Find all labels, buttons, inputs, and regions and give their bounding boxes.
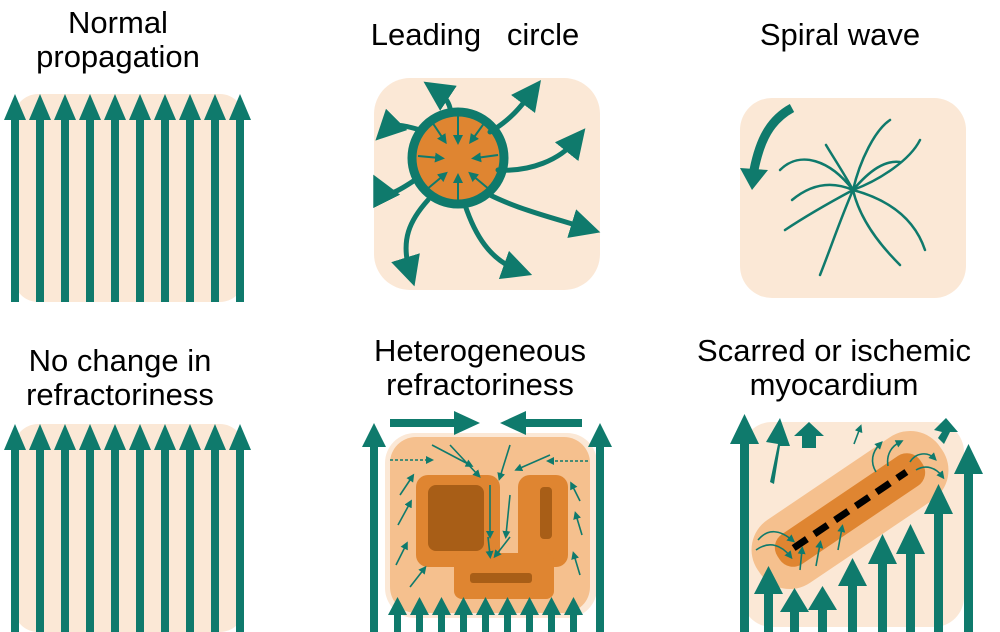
title-normal-propagation: Normal propagation	[0, 6, 236, 74]
panel-leading-circle	[340, 60, 630, 300]
title-heterogeneous-refractoriness: Heterogeneous refractoriness	[340, 334, 620, 402]
panel-scarred-ischemic-myocardium	[720, 400, 995, 632]
title-spiral-wave: Spiral wave	[700, 18, 980, 52]
panel-heterogeneous-refractoriness	[350, 405, 625, 632]
tissue-background	[14, 94, 244, 302]
tissue-background	[14, 424, 244, 632]
title-no-change-refractoriness: No change in refractoriness	[0, 344, 240, 412]
title-scarred-ischemic-myocardium: Scarred or ischemic myocardium	[668, 334, 1000, 402]
panel-spiral-wave	[730, 90, 980, 305]
panel-no-change-refractoriness	[0, 410, 260, 632]
title-leading-circle: Leading circle	[340, 18, 610, 52]
bottom-wavefront-arrows	[388, 597, 583, 632]
panel-normal-propagation	[0, 80, 260, 310]
